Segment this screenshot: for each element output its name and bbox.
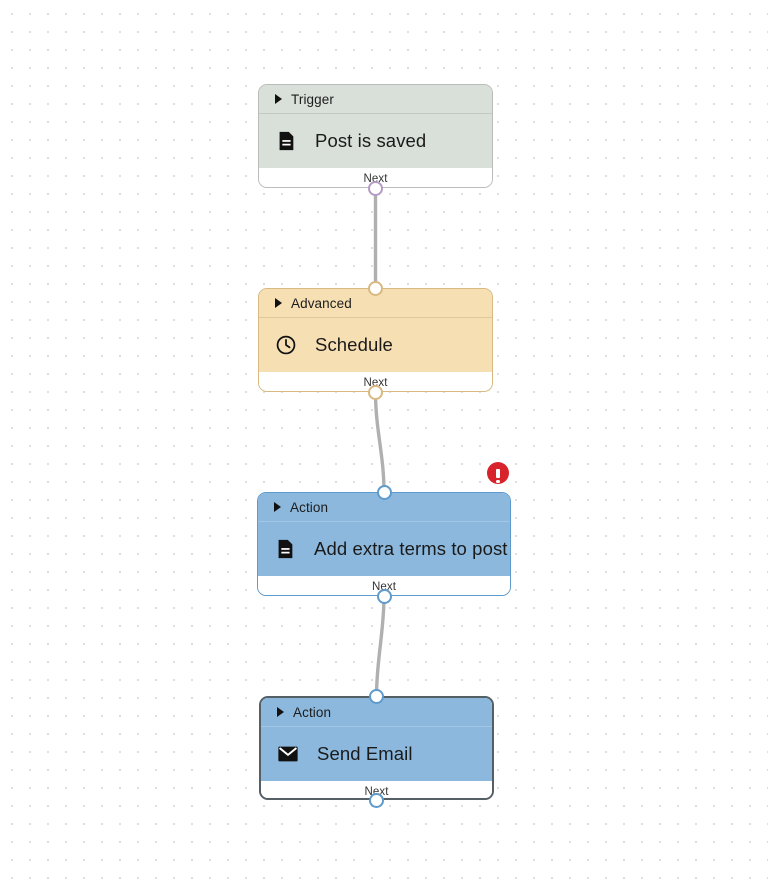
node-kind-label: Action — [290, 499, 329, 515]
node-footer-advanced-schedule[interactable]: Next — [259, 372, 492, 391]
document-icon — [278, 539, 293, 559]
input-port-action-send-email[interactable] — [369, 688, 384, 704]
node-kind-label: Advanced — [291, 295, 352, 311]
node-kind-label: Action — [293, 704, 332, 720]
next-label: Next — [371, 581, 397, 593]
expand-triangle-icon[interactable] — [274, 502, 281, 512]
node-title: Schedule — [315, 334, 393, 355]
node-header-divider — [259, 317, 492, 318]
output-port-trigger-post-is-saved[interactable] — [368, 180, 383, 196]
node-header-divider — [261, 726, 492, 727]
node-title: Send Email — [317, 743, 413, 764]
edge-advanced-schedule-to-action-add-extra-terms-to-post — [373, 390, 386, 494]
expand-triangle-icon[interactable] — [277, 707, 284, 717]
expand-triangle-icon[interactable] — [275, 94, 282, 104]
error-exclamation-icon[interactable] — [487, 462, 509, 484]
node-header-divider — [258, 521, 510, 522]
expand-triangle-icon[interactable] — [275, 298, 282, 308]
clock-icon — [276, 335, 296, 355]
input-port-advanced-schedule[interactable] — [368, 280, 383, 296]
node-header-trigger-post-is-saved[interactable]: Trigger — [259, 85, 492, 113]
node-header-divider — [259, 113, 492, 114]
output-port-action-send-email[interactable] — [369, 792, 384, 808]
node-footer-action-add-extra-terms-to-post[interactable]: Next — [258, 576, 510, 595]
node-body-action-add-extra-terms-to-post[interactable]: Add extra terms to post — [258, 522, 510, 576]
node-body-action-send-email[interactable]: Send Email — [261, 727, 492, 781]
input-port-action-add-extra-terms-to-post[interactable] — [376, 484, 392, 500]
edge-action-add-extra-terms-to-post-to-action-send-email — [374, 594, 386, 698]
node-kind-label: Trigger — [291, 91, 334, 107]
exclamation-glyph — [496, 468, 501, 483]
document-icon — [279, 131, 294, 151]
node-body-advanced-schedule[interactable]: Schedule — [259, 318, 492, 372]
envelope-icon — [278, 746, 298, 762]
output-port-advanced-schedule[interactable] — [368, 384, 383, 400]
node-title: Add extra terms to post — [314, 538, 508, 559]
output-port-action-add-extra-terms-to-post[interactable] — [376, 588, 392, 604]
node-title: Post is saved — [315, 130, 427, 151]
node-body-trigger-post-is-saved[interactable]: Post is saved — [259, 114, 492, 168]
